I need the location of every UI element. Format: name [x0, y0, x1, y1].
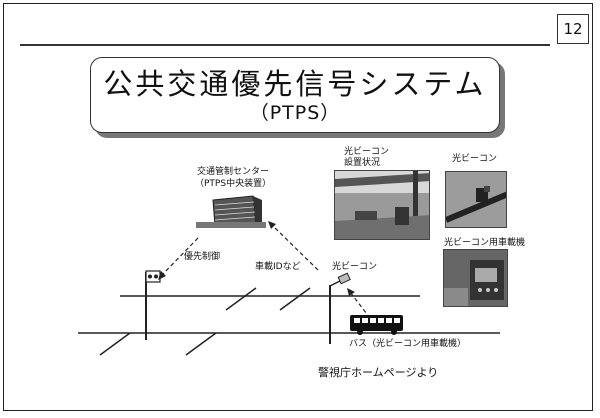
cross-road-right — [279, 287, 311, 311]
source-note: 警視庁ホームページより — [318, 366, 439, 379]
title-sub: （PTPS） — [249, 102, 341, 124]
beacon-label: 光ビーコン — [332, 262, 378, 272]
control-center-building-icon — [196, 195, 266, 228]
photo-install-label-line2: 設置状況 — [344, 158, 381, 168]
priority-control-arrow — [159, 237, 199, 278]
page-number: 12 — [557, 14, 589, 44]
bus-label: バス（光ビーコン用車載機） — [349, 339, 467, 349]
beacon-pole-icon — [329, 272, 351, 344]
photo-beacon-label: 光ビーコン — [452, 154, 498, 164]
photo-beacon-installation — [334, 170, 430, 240]
photo-onboard-label: 光ビーコン用車載機 — [444, 238, 526, 248]
vehicle-id-arrow — [271, 224, 319, 271]
bus-icon — [350, 315, 403, 335]
vehicle-id-label: 車載IDなど — [255, 262, 301, 272]
photo-optical-beacon — [445, 171, 507, 228]
beacon-uplink-arrow — [349, 291, 371, 319]
photo-install-label-line1: 光ビーコン — [344, 147, 390, 157]
traffic-signal-icon — [145, 270, 161, 340]
cross-road-lower-left — [99, 332, 131, 356]
title-main: 公共交通優先信号システム — [103, 67, 487, 101]
header-rule — [20, 44, 550, 46]
cross-road-lower-right — [185, 332, 217, 356]
title-box: 公共交通優先信号システム （PTPS） — [90, 57, 500, 133]
slide-frame — [3, 3, 593, 411]
priority-control-label: 優先制御 — [184, 252, 221, 262]
control-center-label-line1: 交通管制センター — [197, 167, 270, 177]
control-center-label-line2: （PTPS中央装置） — [195, 179, 272, 189]
photo-onboard-unit — [443, 249, 508, 307]
cross-road-left — [225, 287, 257, 311]
